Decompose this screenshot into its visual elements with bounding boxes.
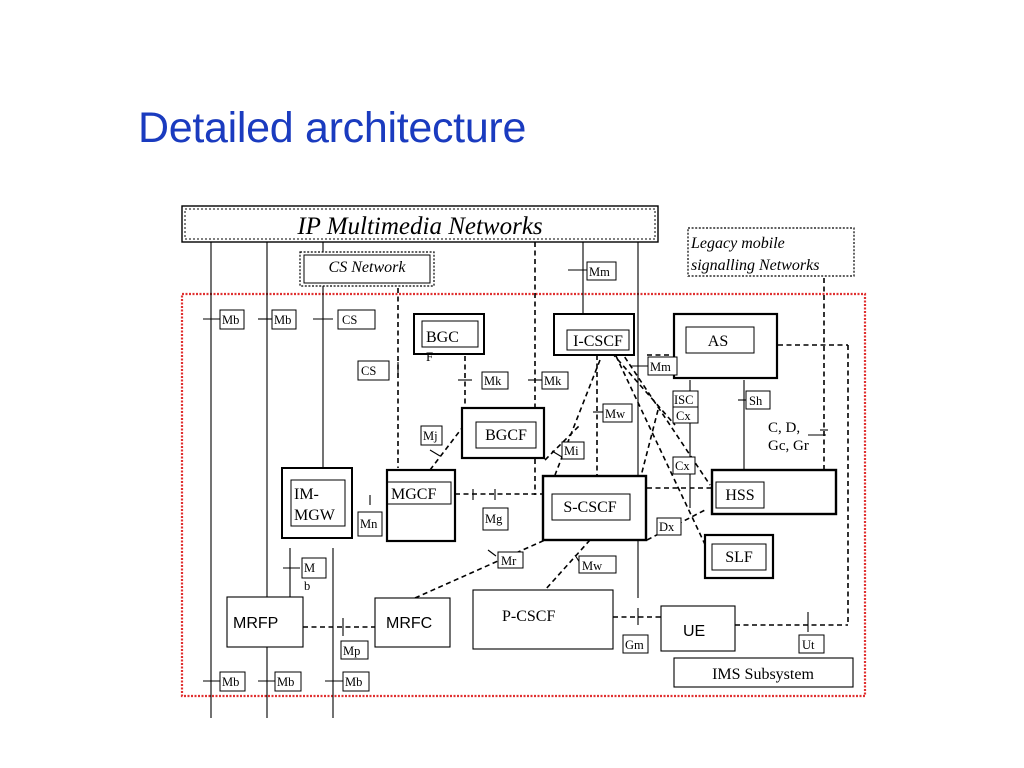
iface-mb-b3: Mb <box>345 675 362 689</box>
iface-mb-b2: Mb <box>277 675 294 689</box>
legacy-label-line1: Legacy mobile <box>690 235 785 252</box>
as-node: AS <box>672 312 779 380</box>
iface-mk-1: Mk <box>484 374 502 388</box>
iface-dx: Dx <box>659 520 675 534</box>
hss-label: HSS <box>725 487 754 504</box>
iface-isc: ISC <box>674 393 693 407</box>
slf-label: SLF <box>725 549 753 566</box>
bgcf-top-node: BGC F <box>413 313 485 364</box>
as-label: AS <box>708 333 728 350</box>
i-cscf-label: I-CSCF <box>573 333 623 350</box>
legacy-networks-box: Legacy mobile signalling Networks <box>687 227 855 277</box>
iface-mw-2: Mw <box>582 559 602 573</box>
p-cscf-label: P-CSCF <box>502 608 555 625</box>
s-cscf-node: S-CSCF <box>541 474 648 542</box>
im-mgw-label-2: MGW <box>294 507 336 524</box>
iface-mm-top: Mm <box>589 265 610 279</box>
cs-network-label: CS Network <box>329 259 407 276</box>
p-cscf-node: P-CSCF <box>472 589 614 650</box>
cs-network-box: CS Network <box>299 251 435 287</box>
iface-gm: Gm <box>625 638 644 652</box>
iface-mb-mid-2: b <box>304 579 310 593</box>
ip-multimedia-networks-box: IP Multimedia Networks <box>181 205 659 243</box>
iface-mg: Mg <box>485 512 503 526</box>
iface-mk-2: Mk <box>544 374 562 388</box>
iface-mb-mid-1: M <box>304 561 315 575</box>
iface-c-d-2: Gc, Gr <box>768 438 809 454</box>
iface-mb-2: Mb <box>274 313 291 327</box>
bgcf-top-label-2: F <box>426 349 433 364</box>
iface-mr: Mr <box>501 554 517 568</box>
i-cscf-node: I-CSCF <box>553 313 635 356</box>
slide-title: Detailed architecture <box>138 104 527 152</box>
bgcf-node: BGCF <box>460 406 546 460</box>
iface-mw-1: Mw <box>605 407 625 421</box>
bgcf-top-label: BGC <box>426 329 459 346</box>
ims-subsystem-boundary <box>180 292 867 698</box>
iface-mp: Mp <box>343 644 360 658</box>
iface-cx-2: Cx <box>675 459 690 473</box>
iface-mj: Mj <box>423 429 438 443</box>
iface-mb-b1: Mb <box>222 675 239 689</box>
mgcf-label: MGCF <box>391 486 436 503</box>
mrfc-label: MRFC <box>386 615 432 632</box>
ims-subsystem-label: IMS Subsystem <box>712 666 814 683</box>
mrfp-node: MRFP <box>226 596 304 648</box>
iface-mi: Mi <box>564 444 579 458</box>
iface-mm-mid: Mm <box>650 360 671 374</box>
iface-c-d-1: C, D, <box>768 420 800 436</box>
iface-sh: Sh <box>749 394 763 408</box>
iface-ut: Ut <box>802 638 815 652</box>
bgcf-label: BGCF <box>485 427 527 444</box>
ue-node: UE <box>660 605 736 652</box>
im-mgw-label-1: IM- <box>294 486 319 503</box>
slf-node: SLF <box>703 533 775 580</box>
interface-labels: Mm Mb Mb CS CS Mk Mk Mm ISC Cx Sh Mw C, … <box>219 261 825 692</box>
mgcf-node: MGCF <box>385 468 457 543</box>
hss-node: HSS <box>710 468 838 516</box>
ue-label: UE <box>683 623 705 640</box>
ip-multimedia-networks-label: IP Multimedia Networks <box>296 213 542 240</box>
im-mgw-node: IM- MGW <box>281 467 353 539</box>
mrfc-node: MRFC <box>374 597 451 648</box>
iface-cs-mid: CS <box>361 364 376 378</box>
iface-cs-top: CS <box>342 313 357 327</box>
s-cscf-label: S-CSCF <box>563 499 616 516</box>
iface-mb-1: Mb <box>222 313 239 327</box>
iface-mn: Mn <box>360 517 378 531</box>
iface-cx-1: Cx <box>676 409 691 423</box>
legacy-label-line2: signalling Networks <box>691 257 819 274</box>
mrfp-label: MRFP <box>233 615 278 632</box>
ims-subsystem-box: IMS Subsystem <box>673 657 854 688</box>
